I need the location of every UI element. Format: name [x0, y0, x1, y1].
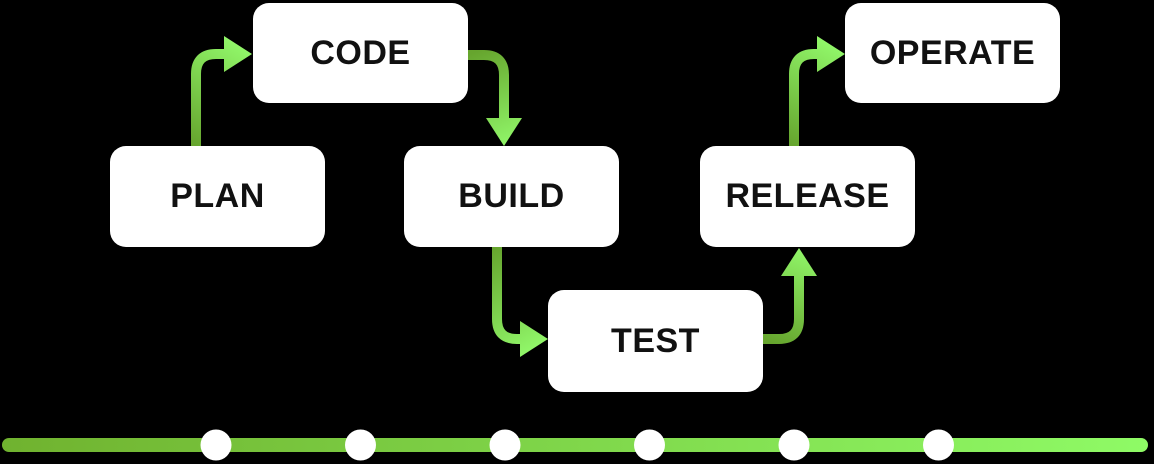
stage-label-build: BUILD — [458, 177, 565, 215]
arrowhead-right-icon — [224, 36, 252, 72]
arrowhead-up-icon — [781, 248, 817, 276]
arrowhead-right-icon — [817, 36, 845, 72]
stage-label-plan: PLAN — [170, 177, 265, 215]
arrow-build-to-test — [492, 247, 548, 357]
timeline — [2, 429, 1148, 461]
arrow-test-to-release — [763, 248, 817, 344]
timeline-dot-6 — [923, 429, 954, 461]
arrow-plan-to-code — [191, 36, 252, 147]
stage-box-build: BUILD — [404, 146, 619, 247]
timeline-dot-1 — [200, 429, 232, 461]
stage-label-release: RELEASE — [725, 177, 890, 215]
timeline-dot-5 — [778, 429, 810, 461]
timeline-dot-3 — [489, 429, 521, 461]
stage-box-release: RELEASE — [700, 146, 915, 247]
arrowhead-right-icon — [520, 321, 548, 357]
arrow-code-to-build — [468, 50, 522, 146]
stage-label-test: TEST — [611, 321, 700, 360]
stage-box-plan: PLAN — [110, 146, 325, 247]
arrowhead-down-icon — [486, 118, 522, 146]
stage-box-code: CODE — [253, 3, 468, 103]
stage-box-operate: OPERATE — [845, 3, 1060, 103]
timeline-dot-4 — [634, 429, 665, 461]
timeline-dot-2 — [345, 429, 376, 461]
stage-label-code: CODE — [310, 33, 411, 72]
arrow-release-to-operate — [789, 36, 845, 147]
timeline-bar — [2, 438, 1148, 452]
stage-label-operate: OPERATE — [869, 33, 1036, 72]
stage-box-test: TEST — [548, 290, 763, 392]
